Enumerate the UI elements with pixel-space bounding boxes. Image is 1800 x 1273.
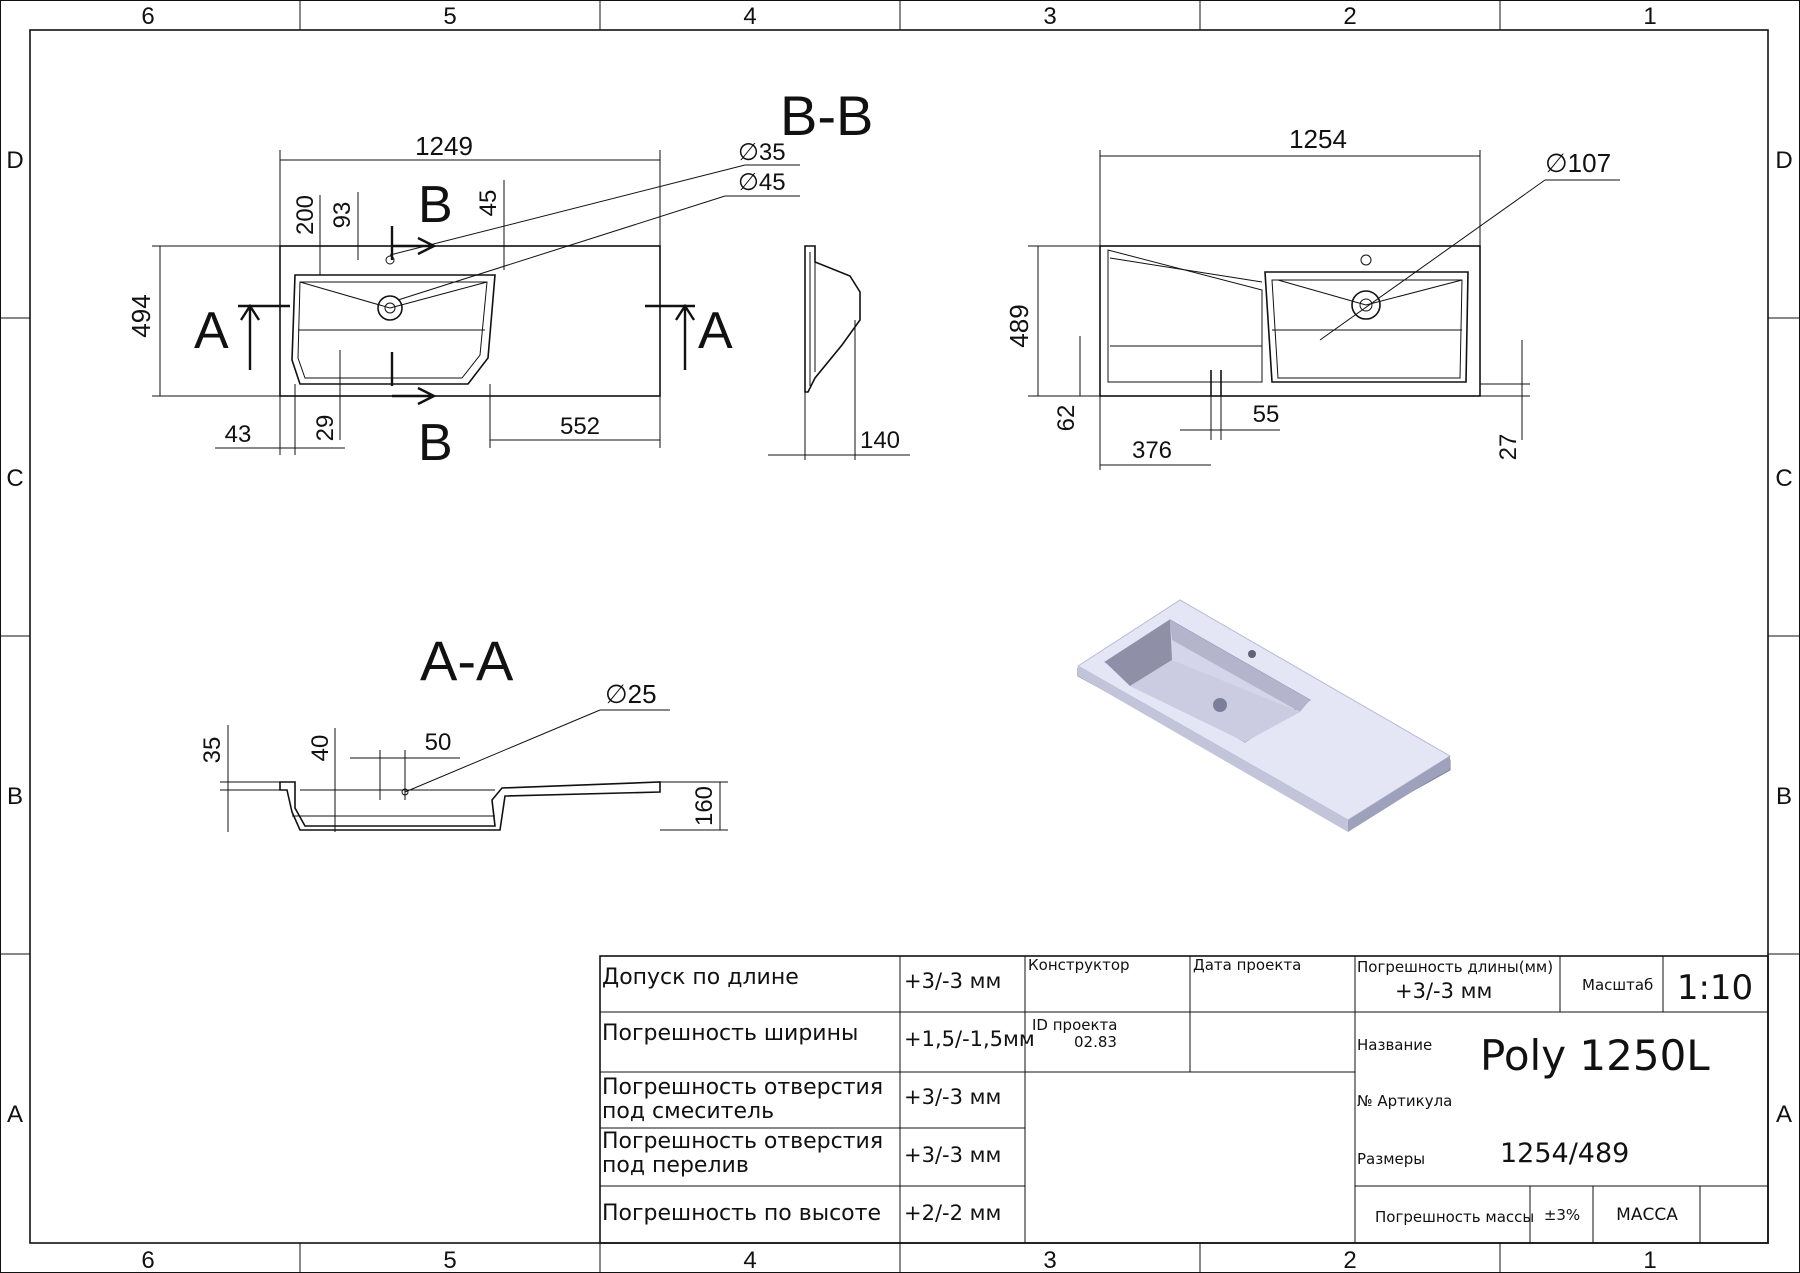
tol-height-value: +2/-2 мм	[904, 1201, 1001, 1225]
dim-width-1249: 1249	[415, 131, 473, 161]
col-label-3-top: 3	[1043, 3, 1056, 30]
overflow-hole	[385, 255, 395, 265]
dim-93: 93	[329, 202, 356, 229]
iso-faucet-hole	[1248, 650, 1256, 658]
dim-40-aa: 40	[307, 735, 334, 762]
side-view: 140	[768, 245, 910, 460]
tol-mixer-hole-value: +3/-3 мм	[904, 1085, 1001, 1109]
dim-160-aa: 160	[691, 786, 718, 826]
col-label-3-bottom: 3	[1043, 1247, 1056, 1273]
col-label-1-top: 1	[1643, 3, 1656, 30]
project-date-label: Дата проекта	[1193, 956, 1301, 974]
dim-diam-35: ∅35	[738, 139, 786, 166]
section-aa-profile	[279, 781, 661, 831]
cut-label-a-right: A	[698, 302, 733, 360]
basin-outline-right	[1264, 271, 1469, 383]
article-label: № Артикула	[1357, 1092, 1452, 1110]
side-profile	[804, 245, 861, 393]
dim-29: 29	[312, 415, 339, 442]
mass-label: МАССА	[1616, 1205, 1678, 1225]
cut-label-a-left: A	[194, 302, 229, 360]
dim-43: 43	[225, 421, 252, 448]
top-view-right: 1254 489 ∅107 62 55 376 27	[1004, 124, 1620, 470]
row-label-d-right: D	[1775, 147, 1792, 174]
tol-overflow-hole-value: +3/-3 мм	[904, 1143, 1001, 1167]
project-id-label: ID проекта	[1032, 1016, 1117, 1034]
col-label-6-top: 6	[141, 3, 154, 30]
dim-diam-107: ∅107	[1545, 148, 1611, 178]
cut-arrow-a-left	[239, 303, 261, 370]
scale-label: Масштаб	[1582, 976, 1653, 994]
dim-height-489: 489	[1004, 304, 1034, 347]
dim-552: 552	[560, 413, 600, 440]
scale-value: 1:10	[1677, 968, 1753, 1008]
dim-width-1254: 1254	[1289, 124, 1347, 154]
row-label-c-right: C	[1775, 465, 1792, 492]
section-title-bb: B-B	[780, 84, 873, 147]
col-label-4-bottom: 4	[743, 1247, 756, 1273]
name-label: Название	[1357, 1036, 1432, 1054]
iso-drain	[1213, 698, 1227, 712]
col-label-4-top: 4	[743, 3, 756, 30]
cut-arrow-b-top	[392, 236, 437, 256]
col-label-2-bottom: 2	[1343, 1247, 1356, 1273]
cut-label-b-bottom: B	[418, 414, 453, 472]
dim-62: 62	[1053, 405, 1080, 432]
cut-label-b-top: B	[418, 176, 453, 234]
dim-200: 200	[292, 195, 319, 235]
col-label-2-top: 2	[1343, 3, 1356, 30]
row-label-b-left: B	[7, 783, 23, 810]
project-id-value: 02.83	[1074, 1033, 1117, 1051]
countertop-outline-right	[1099, 245, 1481, 397]
tol-width-label: Погрешность ширины	[602, 1021, 858, 1046]
faucet-hole-right	[1360, 254, 1372, 266]
row-label-c-left: C	[6, 465, 23, 492]
basin-outline	[291, 274, 496, 385]
length-error-label: Погрешность длины(мм)	[1357, 958, 1553, 976]
dim-50-aa: 50	[425, 729, 452, 756]
tol-height-label: Погрешность по высоте	[602, 1201, 881, 1226]
dim-376: 376	[1132, 437, 1172, 464]
cut-arrow-a-right	[674, 303, 696, 370]
dim-140: 140	[860, 427, 900, 454]
top-view-left: B B A A B-B 1249 494 200 93 45 ∅35	[126, 84, 873, 472]
size-label: Размеры	[1357, 1150, 1425, 1168]
drain-hole-right	[1351, 290, 1381, 320]
mass-error-label: Погрешность массы	[1375, 1208, 1534, 1226]
dim-55: 55	[1253, 401, 1280, 428]
section-title-aa: A-A	[420, 629, 514, 692]
row-label-a-right: A	[1776, 1101, 1792, 1128]
countertop-outline	[279, 245, 661, 397]
dim-diam-25: ∅25	[605, 679, 657, 709]
section-aa-view: A-A ∅25 35 40 50 160	[199, 629, 728, 832]
cut-arrow-b-bottom	[392, 386, 437, 406]
name-value: Poly 1250L	[1480, 1031, 1710, 1080]
tol-width-value: +1,5/-1,5мм	[904, 1027, 1035, 1051]
dim-45: 45	[475, 190, 502, 217]
dim-35-aa: 35	[199, 737, 226, 764]
mass-error-value: ±3%	[1544, 1206, 1580, 1224]
col-label-5-top: 5	[443, 3, 456, 30]
isometric-render	[1077, 599, 1451, 832]
col-label-1-bottom: 1	[1643, 1247, 1656, 1273]
row-label-a-left: A	[7, 1101, 23, 1128]
tol-length-label: Допуск по длине	[602, 965, 799, 990]
col-label-5-bottom: 5	[443, 1247, 456, 1273]
drain-hole	[377, 295, 403, 321]
tol-length-value: +3/-3 мм	[904, 969, 1001, 993]
length-error-value: +3/-3 мм	[1395, 979, 1492, 1003]
dim-height-494: 494	[126, 294, 156, 337]
col-label-6-bottom: 6	[141, 1247, 154, 1273]
title-block: Допуск по длине +3/-3 мм Погрешность шир…	[599, 955, 1769, 1244]
dim-27: 27	[1495, 434, 1522, 461]
dim-diam-45: ∅45	[738, 169, 786, 196]
size-value: 1254/489	[1500, 1138, 1629, 1169]
row-label-b-right: B	[1776, 783, 1792, 810]
row-label-d-left: D	[6, 147, 23, 174]
designer-label: Конструктор	[1028, 956, 1130, 974]
